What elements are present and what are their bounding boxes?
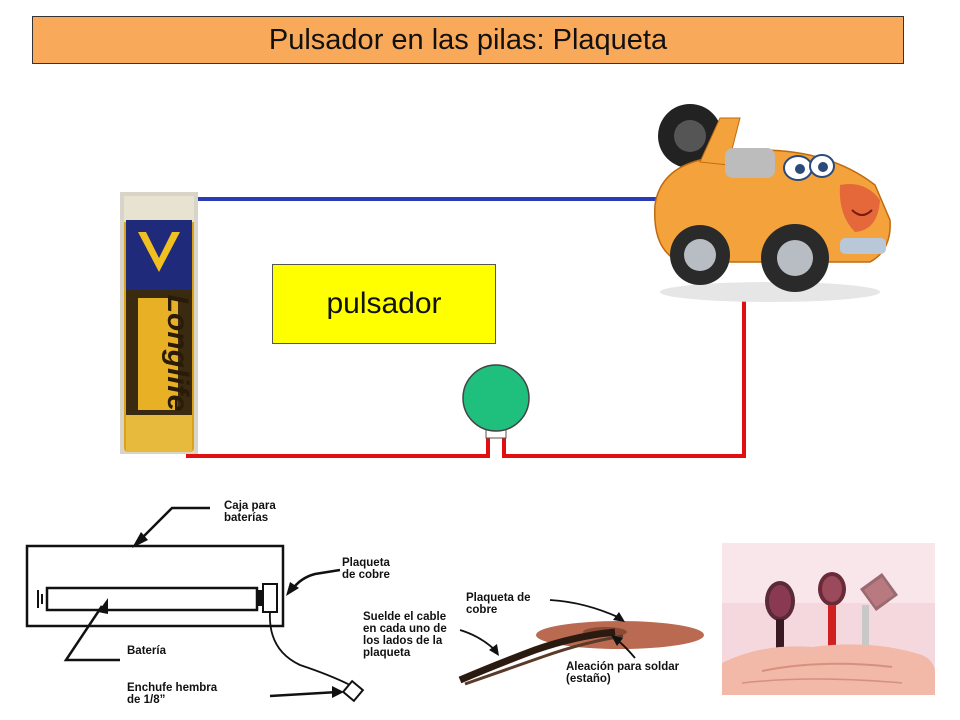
title-bar: Pulsador en las pilas: Plaqueta bbox=[32, 16, 904, 64]
battery-case bbox=[25, 544, 285, 628]
copper-plate-oval-icon bbox=[818, 572, 846, 655]
arrow-plaqueta bbox=[290, 568, 341, 591]
red-wire-left bbox=[186, 430, 490, 458]
soldered-cable bbox=[458, 628, 616, 684]
copper-plate-terminal bbox=[262, 583, 278, 613]
label-plaqueta-cobre: Plaqueta de cobre bbox=[342, 557, 390, 581]
page-title: Pulsador en las pilas: Plaqueta bbox=[268, 23, 668, 56]
label-suelde-cable: Suelde el cable en cada uno de los lados… bbox=[363, 611, 447, 659]
plug-icon bbox=[341, 679, 365, 703]
battery-icon bbox=[120, 192, 198, 454]
fingers bbox=[722, 644, 935, 695]
label-aleacion-soldar: Aleación para soldar (estaño) bbox=[566, 661, 680, 685]
copper-plates-photo bbox=[722, 543, 935, 695]
battery-cell bbox=[45, 586, 259, 612]
label-caja-baterias: Caja para baterías bbox=[224, 500, 276, 524]
arrow-suelde bbox=[459, 629, 496, 651]
arrow-caja bbox=[137, 506, 210, 543]
push-button-icon bbox=[462, 364, 530, 432]
switch-label-box: pulsador bbox=[272, 264, 496, 344]
arrow-enchufe bbox=[269, 690, 339, 698]
switch-label: pulsador bbox=[326, 287, 442, 320]
label-plaqueta-de-cobre: Plaqueta de cobre bbox=[466, 592, 531, 616]
toy-car-icon bbox=[653, 104, 891, 302]
battery-brand-label: Longlife bbox=[161, 295, 194, 412]
arrow-bateria bbox=[63, 605, 120, 662]
battery-box-schematic bbox=[25, 506, 365, 703]
label-bateria: Batería bbox=[127, 645, 166, 657]
solder-illustration bbox=[458, 599, 704, 686]
circuit-diagram: Longlife bbox=[120, 104, 891, 458]
arrow-plaqueta-de-cobre bbox=[549, 599, 621, 619]
label-enchufe-hembra: Enchufe hembra de 1/8” bbox=[127, 682, 218, 706]
red-wire-right bbox=[502, 293, 746, 458]
plug-cable bbox=[269, 611, 351, 686]
copper-plate-square-icon bbox=[860, 573, 898, 649]
